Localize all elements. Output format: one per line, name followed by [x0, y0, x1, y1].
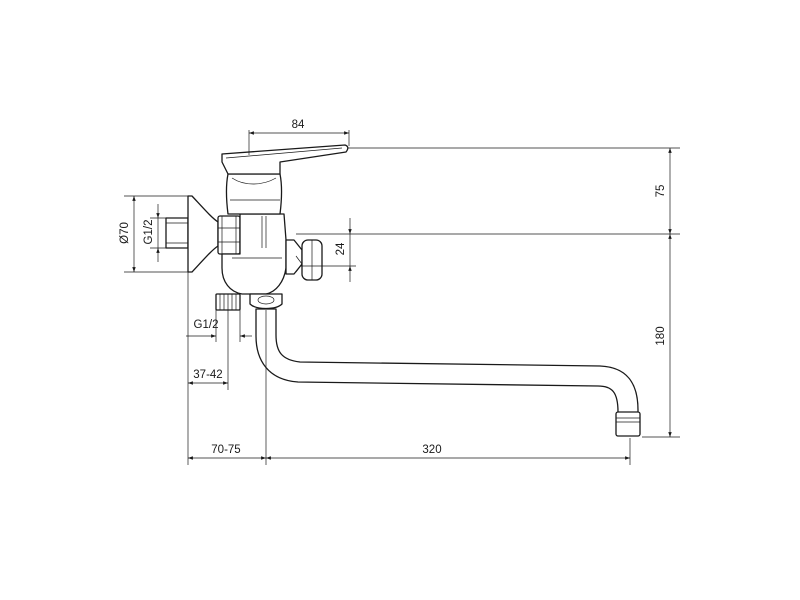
dim-180-label: 180: [655, 326, 667, 345]
lever-handle: [221, 144, 349, 175]
wall-thread-fitting: [165, 217, 189, 249]
aerator: [615, 411, 641, 437]
faucet-outline: [165, 144, 641, 437]
swivel-spout: [255, 308, 639, 419]
cartridge-cap: [225, 173, 283, 215]
dim-70-75-label: 70-75: [211, 444, 240, 456]
wall-rosette: [187, 195, 219, 273]
dimension-lines: [124, 130, 680, 465]
dim-320-label: 320: [422, 444, 441, 456]
diverter-knob: [285, 239, 303, 275]
dimension-labels: 84 75 180 24 Ø70 G1/2 G1/2 37-42 70-75 3…: [119, 119, 667, 456]
dim-g12-shower-label: G1/2: [194, 319, 219, 331]
dim-37-42-label: 37-42: [193, 369, 222, 381]
dim-diameter-70-label: Ø70: [119, 222, 131, 244]
dim-g12-wall-label: G1/2: [143, 220, 155, 245]
dim-84-label: 84: [292, 119, 305, 131]
dim-24-label: 24: [335, 242, 347, 255]
dim-75-label: 75: [655, 185, 667, 198]
hex-nut: [217, 215, 241, 255]
